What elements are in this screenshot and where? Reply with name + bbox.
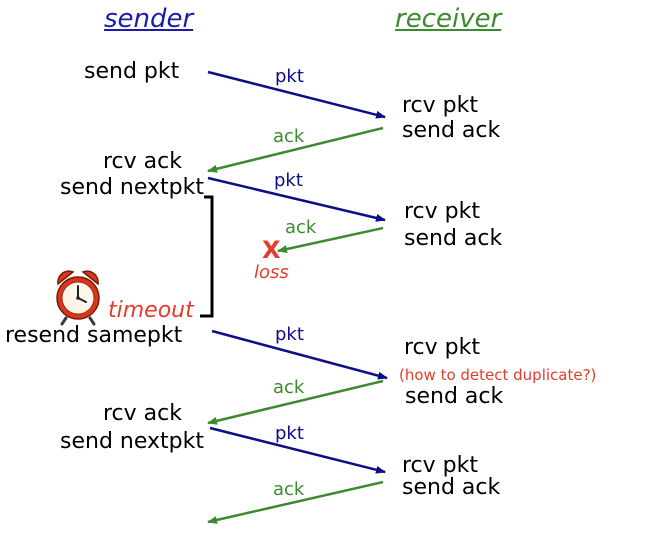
ack-arrow-4 [207,480,384,524]
receiver-send-ack-1: send ack [402,118,501,143]
sender-header: sender [104,4,194,34]
pkt-label-1: pkt [275,66,304,87]
ack-label-3: ack [273,377,305,398]
pkt-arrow-1 [207,70,386,119]
sender-send-pkt: send pkt [84,59,180,84]
receiver-header: receiver [395,4,502,34]
timeout-bracket [200,195,214,318]
ack-label-4: ack [273,479,305,500]
ack-arrow-1 [207,126,384,173]
sender-send-nextpkt-2: send nextpkt [60,429,204,454]
pkt-label-3: pkt [275,324,304,345]
ack-label-1: ack [273,126,305,147]
ack-label-2: ack [285,217,317,238]
ack-arrow-2-lost [277,226,384,253]
pkt-label-2: pkt [274,170,303,191]
sender-rcv-ack-1: rcv ack [103,149,182,174]
pkt-arrow-3 [211,329,388,380]
receiver-rcv-pkt-1: rcv pkt [402,93,479,118]
receiver-send-ack-3: send ack [405,384,504,409]
receiver-rcv-pkt-4: rcv pkt [402,453,479,478]
pkt-arrow-2 [207,176,386,222]
loss-label: loss [254,262,289,283]
receiver-rcv-pkt-3: rcv pkt [404,335,481,360]
sender-send-nextpkt-1: send nextpkt [60,175,204,200]
receiver-send-ack-2: send ack [404,226,503,251]
ack-arrow-3 [207,379,384,425]
pkt-label-4: pkt [275,423,304,444]
receiver-rcv-pkt-2: rcv pkt [404,199,481,224]
loss-x-icon: X [262,236,281,264]
pkt-arrow-4 [209,426,386,474]
timeout-label: timeout [108,298,194,323]
alarm-clock-icon [56,270,100,326]
sender-resend-samepkt: resend samepkt [5,323,183,348]
duplicate-question-note: (how to detect duplicate?) [399,366,597,384]
sender-rcv-ack-2: rcv ack [103,401,182,426]
receiver-send-ack-4: send ack [402,475,501,500]
